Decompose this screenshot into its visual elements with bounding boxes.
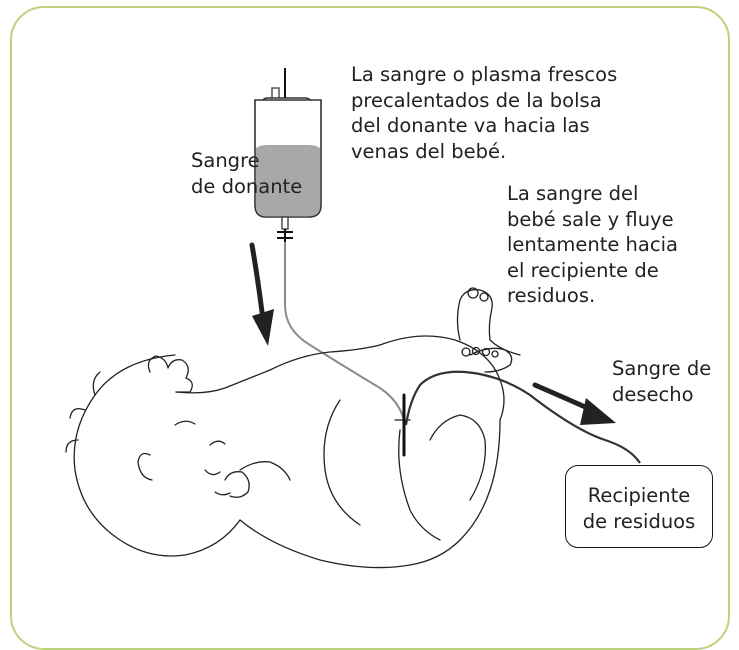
waste-container-label: Recipiente de residuos: [582, 484, 696, 533]
baby-blood-description: La sangre del bebé sale y fluye lentamen…: [507, 182, 678, 307]
donor-blood-label: Sangre de donante: [191, 149, 303, 198]
fresh-blood-description: La sangre o plasma frescos precalentados…: [351, 63, 618, 163]
blood-bag-fill: [256, 145, 320, 216]
blood-bag: [254, 87, 322, 242]
arrow-right-icon: [532, 382, 616, 425]
baby-outline: [65, 287, 521, 569]
waste-tube: [404, 370, 641, 464]
arrow-down-icon: [249, 242, 274, 346]
donor-tube: [284, 242, 407, 426]
waste-container-box: [565, 465, 713, 548]
exchange-transfusion-illustration: [65, 68, 641, 569]
waste-blood-label: Sangre de desecho: [612, 357, 712, 406]
